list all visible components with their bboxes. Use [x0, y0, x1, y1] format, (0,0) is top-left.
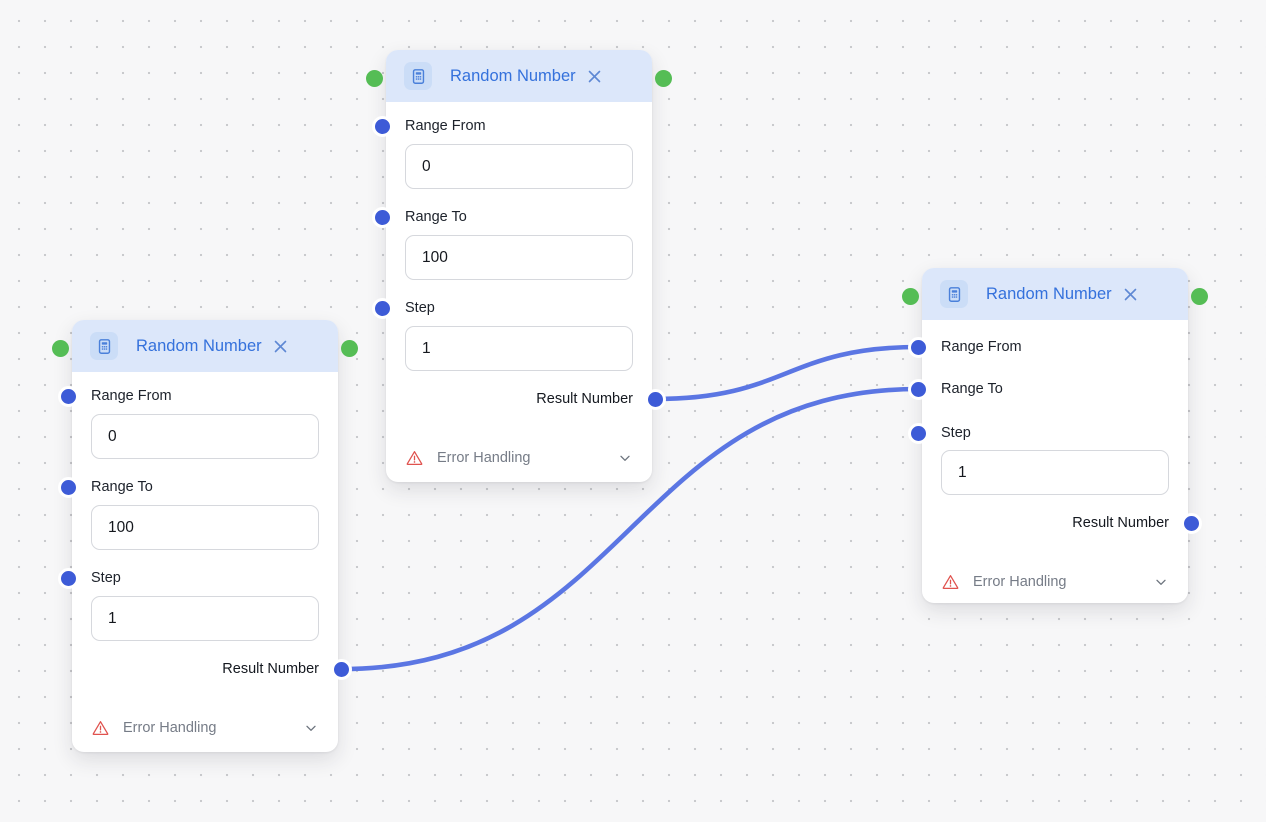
- node-connector-right[interactable]: [341, 339, 358, 357]
- node-header[interactable]: Random Number: [386, 50, 652, 102]
- node-header[interactable]: Random Number: [72, 320, 338, 372]
- close-icon[interactable]: [273, 339, 288, 354]
- output-label-result-number: Result Number: [222, 661, 319, 677]
- field-label-range-to: Range To: [941, 381, 1003, 397]
- field-label-step: Step: [941, 425, 971, 441]
- node-connector-left[interactable]: [902, 287, 919, 305]
- input-port-range-to[interactable]: [58, 476, 79, 498]
- input-port-range-to[interactable]: [372, 206, 393, 228]
- input-port-range-from[interactable]: [58, 385, 79, 407]
- node-connector-right[interactable]: [1191, 287, 1208, 305]
- node-header[interactable]: Random Number: [922, 268, 1188, 320]
- node-random-number-2[interactable]: Random Number Range From Range To Step R…: [366, 50, 672, 482]
- node-title: Random Number: [136, 336, 262, 355]
- range-from-input[interactable]: [405, 144, 633, 189]
- input-port-step[interactable]: [58, 567, 79, 589]
- chevron-down-icon: [303, 720, 319, 736]
- error-handling-label: Error Handling: [123, 720, 217, 736]
- field-label-step: Step: [91, 570, 121, 586]
- range-to-input[interactable]: [405, 235, 633, 280]
- input-port-range-from[interactable]: [908, 336, 929, 358]
- input-port-step[interactable]: [908, 422, 929, 444]
- node-connector-left[interactable]: [366, 69, 383, 87]
- node-random-number-1[interactable]: Random Number Range From Range To Step R…: [52, 320, 358, 752]
- output-label-result-number: Result Number: [1072, 515, 1169, 531]
- calculator-icon: [940, 280, 968, 308]
- input-port-range-from[interactable]: [372, 115, 393, 137]
- range-from-input[interactable]: [91, 414, 319, 459]
- output-label-result-number: Result Number: [536, 391, 633, 407]
- field-label-range-from: Range From: [91, 388, 172, 404]
- error-handling-toggle[interactable]: Error Handling: [91, 718, 319, 738]
- field-label-range-from: Range From: [405, 118, 486, 134]
- node-title: Random Number: [450, 66, 576, 85]
- node-connector-right[interactable]: [655, 69, 672, 87]
- close-icon[interactable]: [1123, 287, 1138, 302]
- range-to-input[interactable]: [91, 505, 319, 550]
- node-title: Random Number: [986, 284, 1112, 303]
- input-port-step[interactable]: [372, 297, 393, 319]
- warning-triangle-icon: [942, 575, 959, 590]
- calculator-icon: [404, 62, 432, 90]
- field-label-range-from: Range From: [941, 339, 1022, 355]
- input-port-range-to[interactable]: [908, 378, 929, 400]
- output-port-result-number[interactable]: [645, 388, 666, 410]
- field-label-range-to: Range To: [405, 209, 467, 225]
- step-input[interactable]: [941, 450, 1169, 495]
- chevron-down-icon: [1153, 574, 1169, 590]
- connection-edge-result-to-rangeto[interactable]: [339, 386, 921, 672]
- connection-edge-result-to-rangefrom[interactable]: [653, 344, 921, 402]
- node-random-number-3[interactable]: Random Number Range From Range To Step R…: [902, 268, 1208, 603]
- error-handling-toggle[interactable]: Error Handling: [405, 448, 633, 468]
- step-input[interactable]: [91, 596, 319, 641]
- error-handling-toggle[interactable]: Error Handling: [941, 572, 1169, 592]
- error-handling-label: Error Handling: [973, 574, 1067, 590]
- warning-triangle-icon: [92, 721, 109, 736]
- step-input[interactable]: [405, 326, 633, 371]
- node-connector-left[interactable]: [52, 339, 69, 357]
- calculator-icon: [90, 332, 118, 360]
- close-icon[interactable]: [587, 69, 602, 84]
- warning-triangle-icon: [406, 451, 423, 466]
- field-label-step: Step: [405, 300, 435, 316]
- output-port-result-number[interactable]: [331, 658, 352, 680]
- error-handling-label: Error Handling: [437, 450, 531, 466]
- output-port-result-number[interactable]: [1181, 512, 1202, 534]
- field-label-range-to: Range To: [91, 479, 153, 495]
- chevron-down-icon: [617, 450, 633, 466]
